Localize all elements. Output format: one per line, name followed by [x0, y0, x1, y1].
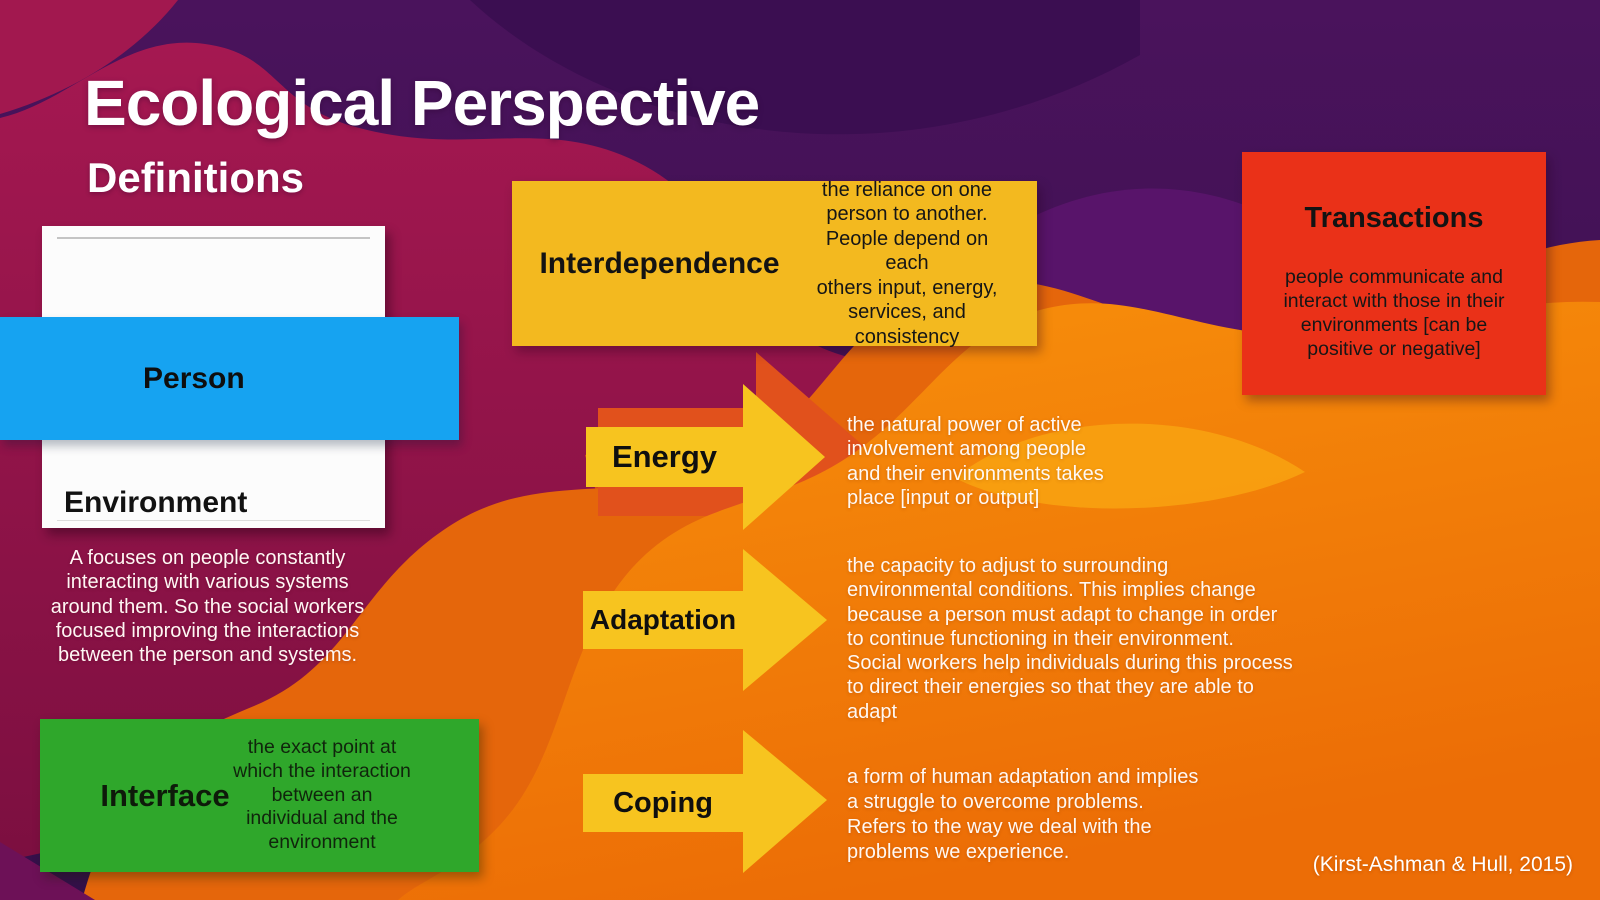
interface-box: Interface the exact point at which the i… — [40, 719, 479, 872]
transactions-box: Transactions people communicate and inte… — [1242, 152, 1546, 395]
bg-dark-purple-dome — [470, 0, 1140, 135]
citation-text: (Kirst-Ashman & Hull, 2015) — [1312, 853, 1573, 876]
slide-title: Ecological Perspective — [84, 67, 760, 139]
interdependence-term: Interdependence — [539, 246, 780, 280]
coping-term: Coping — [613, 786, 713, 819]
environment-label: Environment — [64, 486, 248, 519]
transactions-term: Transactions — [1304, 202, 1484, 234]
card-divider-bottom — [57, 520, 370, 521]
transactions-definition: people communicate and interact with tho… — [1283, 266, 1505, 360]
adaptation-term: Adaptation — [589, 604, 737, 635]
person-band: Person — [0, 317, 459, 440]
interdependence-box: Interdependence the reliance on one pers… — [512, 178, 1037, 348]
adaptation-definition: the capacity to adjust to surrounding en… — [847, 555, 1293, 723]
person-environment-description: A focuses on people constantly interacti… — [50, 547, 365, 667]
bg-orange-bright-wave — [398, 301, 1600, 900]
interface-definition: the exact point at which the interaction… — [233, 736, 411, 854]
coping-definition: a form of human adaptation and implies a… — [847, 766, 1199, 863]
interdependence-definition: the reliance on one person to another. P… — [816, 178, 998, 348]
adaptation-arrow — [583, 549, 827, 691]
bg-magenta-corner — [0, 0, 178, 114]
energy-arrow — [586, 384, 825, 530]
energy-definition: the natural power of active involvement … — [847, 414, 1104, 509]
bg-gold-hump — [955, 423, 1305, 509]
coping-arrow — [583, 730, 827, 873]
interface-term: Interface — [100, 777, 230, 813]
card-divider-top — [57, 237, 370, 239]
slide-subtitle: Definitions — [87, 154, 304, 201]
person-label: Person — [143, 361, 245, 395]
energy-term: Energy — [611, 439, 718, 474]
